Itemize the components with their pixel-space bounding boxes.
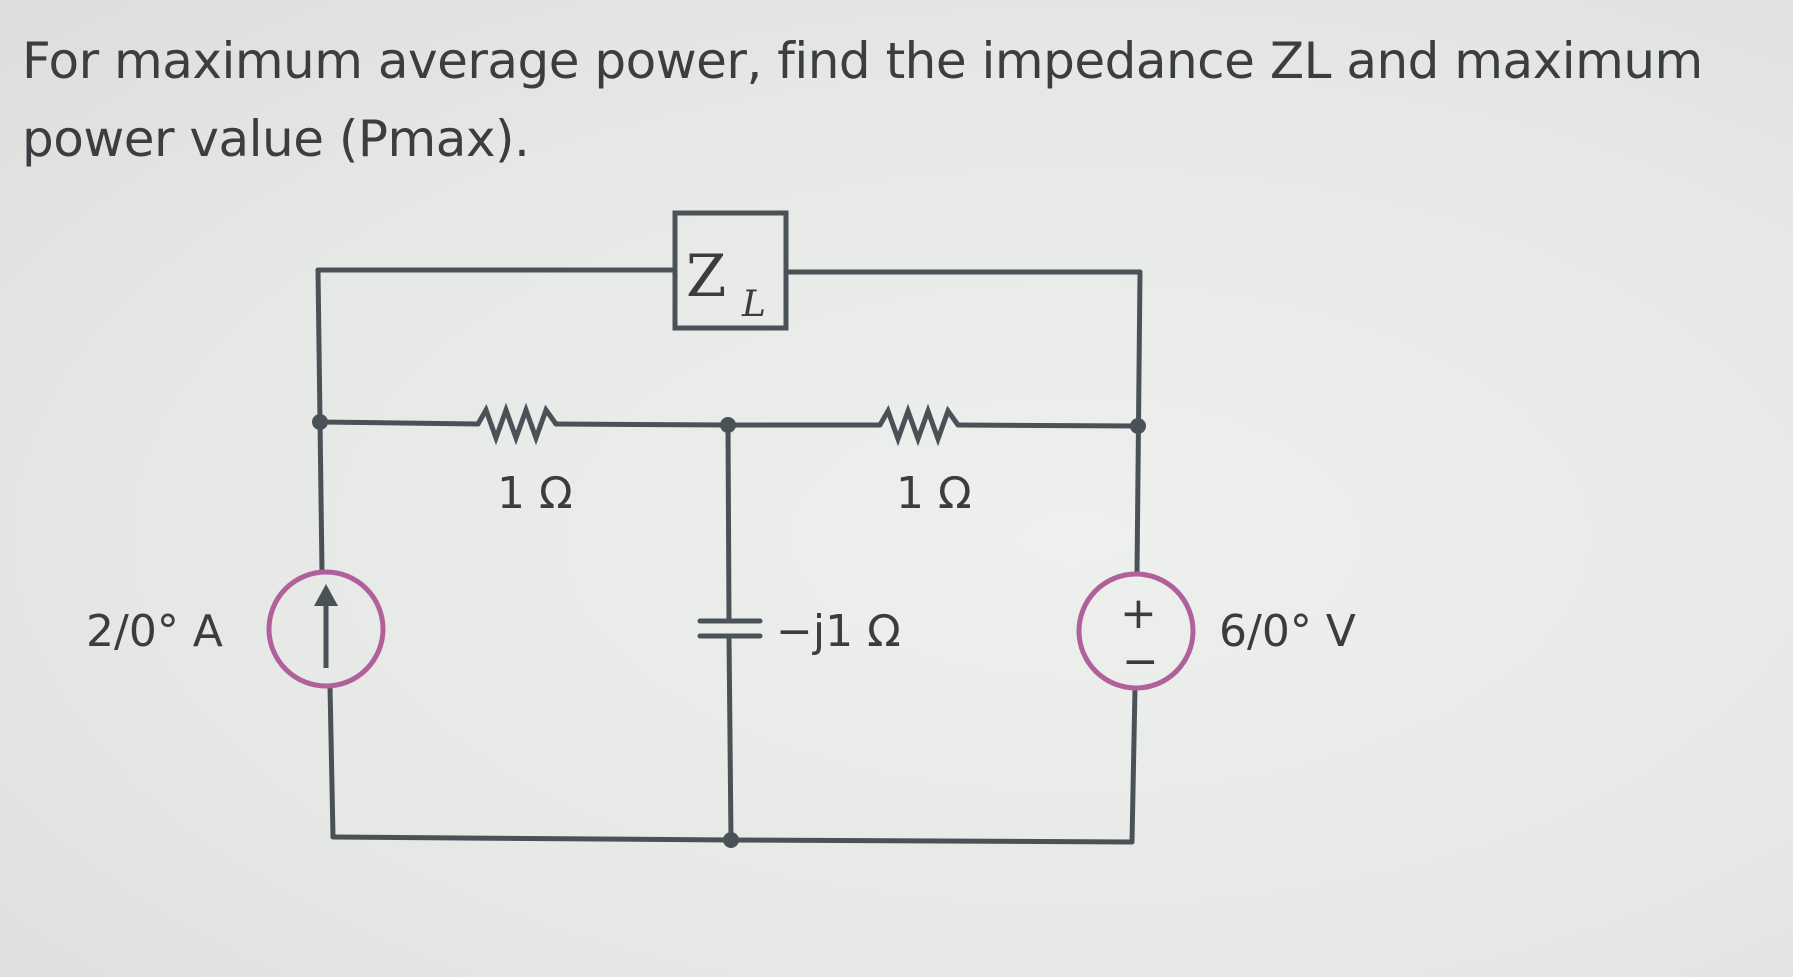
wire-left-lower xyxy=(327,683,336,840)
wire-center-upper xyxy=(725,422,732,623)
voltage-source-minus: − xyxy=(1122,636,1159,687)
wire-mid-right xyxy=(955,422,1141,429)
load-impedance-subscript: L xyxy=(741,284,766,325)
load-impedance-symbol: Z xyxy=(686,242,726,310)
current-source-label: 2/0° A xyxy=(86,606,223,657)
question-text: For maximum average power, find the impe… xyxy=(22,32,1703,168)
node-right xyxy=(1130,418,1146,434)
resistor-left-label: 1 Ω xyxy=(497,468,573,519)
wire-mid-left xyxy=(317,419,481,427)
wire-bottom-left xyxy=(330,834,734,843)
capacitor-label: −j1 Ω xyxy=(776,606,901,657)
voltage-source-symbol xyxy=(1076,571,1196,691)
wire-right-lower xyxy=(1129,685,1138,845)
voltage-source-plus: + xyxy=(1120,588,1157,639)
current-source-arrow-head xyxy=(314,584,338,606)
wire-mid-center-left xyxy=(553,421,731,428)
resistor-right-symbol xyxy=(877,403,961,447)
resistor-right-label: 1 Ω xyxy=(896,468,972,519)
current-source-symbol xyxy=(266,569,386,689)
load-impedance-box xyxy=(672,210,789,331)
wire-bottom-right xyxy=(728,837,1135,845)
wire-center-lower xyxy=(726,633,734,843)
resistor-left-symbol xyxy=(475,402,559,446)
node-left xyxy=(312,414,328,430)
voltage-source-label: 6/0° V xyxy=(1219,606,1356,657)
